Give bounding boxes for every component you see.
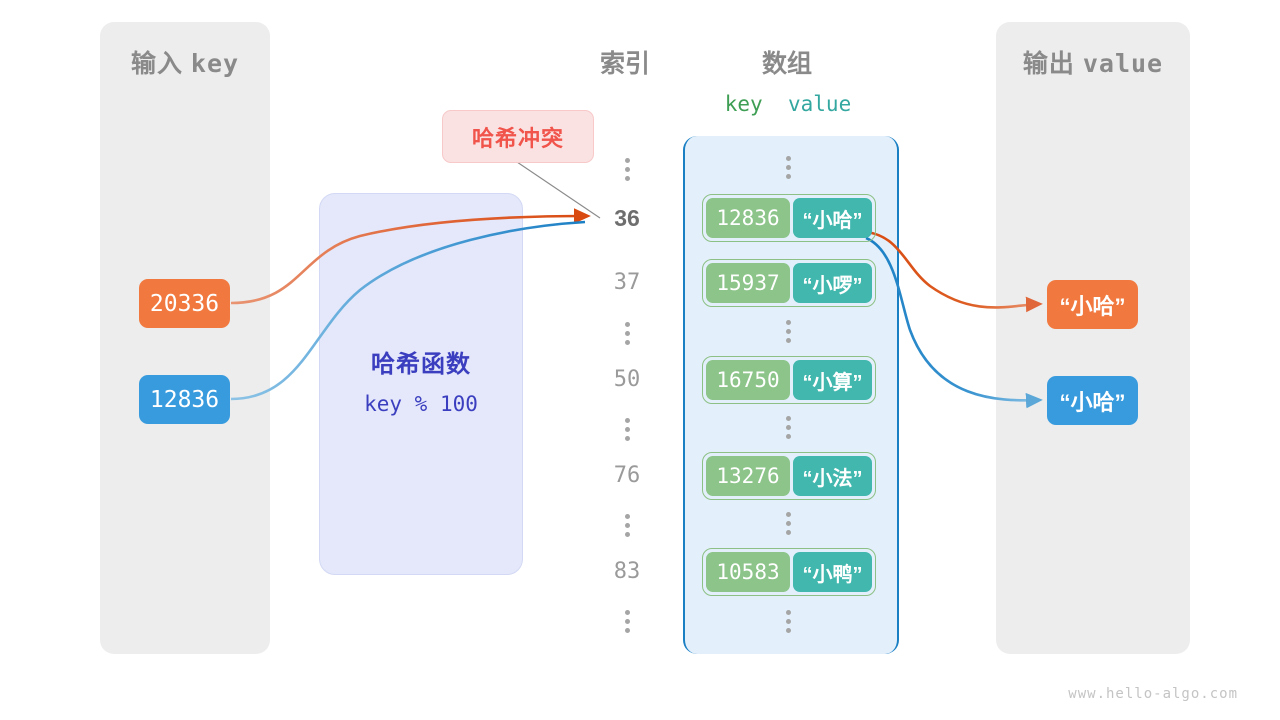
bucket-value: “小啰”: [793, 263, 872, 303]
bucket-key: 10583: [706, 552, 790, 592]
array-ellipsis: [753, 512, 823, 535]
bucket-key: 15937: [706, 263, 790, 303]
key-column-label: key: [724, 92, 763, 116]
index-label-37: 37: [613, 270, 641, 295]
array-ellipsis: [753, 416, 823, 439]
index-label-83: 83: [613, 559, 641, 584]
bucket-key: 16750: [706, 360, 790, 400]
index-ellipsis: [592, 158, 662, 181]
index-ellipsis: [592, 514, 662, 537]
bucket-value: “小鸭”: [793, 552, 872, 592]
bucket-cell: 13276 “小法”: [702, 452, 876, 500]
hash-function-title: 哈希函数: [371, 351, 471, 378]
index-label-76: 76: [613, 463, 641, 488]
key-value-subheading: key value: [700, 92, 876, 116]
bucket-value: “小法”: [793, 456, 872, 496]
array-ellipsis: [753, 610, 823, 633]
index-ellipsis: [592, 418, 662, 441]
bucket-cell: 16750 “小算”: [702, 356, 876, 404]
input-key-panel: 输入 key: [100, 22, 270, 654]
input-panel-title: 输入 key: [100, 44, 270, 80]
index-column-heading: 索引: [599, 50, 650, 78]
bucket-value: “小哈”: [793, 198, 872, 238]
array-column-heading: 数组: [761, 50, 812, 78]
badge-leader-line: [516, 161, 601, 219]
watermark: www.hello-algo.com: [1068, 686, 1238, 702]
input-key-chip: 20336: [139, 279, 230, 328]
hash-function-box: 哈希函数 key % 100: [319, 193, 523, 575]
output-value-chip: “小哈”: [1047, 376, 1138, 425]
output-panel-title: 输出 value: [996, 44, 1190, 80]
bucket-cell: 15937 “小啰”: [702, 259, 876, 307]
hash-function-formula: key % 100: [364, 392, 478, 416]
index-ellipsis: [592, 610, 662, 633]
hash-collision-badge: 哈希冲突: [442, 110, 594, 163]
index-ellipsis: [592, 322, 662, 345]
output-value-chip: “小哈”: [1047, 280, 1138, 329]
array-ellipsis: [753, 156, 823, 179]
output-panel-title-mono: value: [1082, 49, 1164, 78]
bucket-cell: 10583 “小鸭”: [702, 548, 876, 596]
bucket-key: 13276: [706, 456, 790, 496]
array-ellipsis: [753, 320, 823, 343]
bucket-cell: 12836 “小哈”: [702, 194, 876, 242]
input-key-chip: 12836: [139, 375, 230, 424]
input-panel-title-cjk: 输入: [130, 50, 183, 78]
value-column-label: value: [788, 92, 852, 116]
output-value-panel: 输出 value: [996, 22, 1190, 654]
bucket-key: 12836: [706, 198, 790, 238]
output-panel-title-cjk: 输出: [1022, 50, 1075, 78]
index-label-50: 50: [613, 367, 641, 392]
input-panel-title-mono: key: [190, 49, 240, 78]
bucket-value: “小算”: [793, 360, 872, 400]
index-label-36: 36: [614, 205, 640, 231]
